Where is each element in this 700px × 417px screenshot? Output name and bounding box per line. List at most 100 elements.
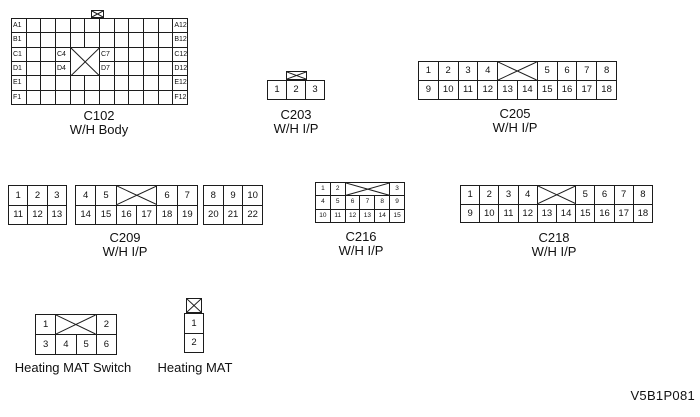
pin-cell <box>144 33 158 47</box>
pin-cell: 14 <box>557 204 576 222</box>
pin-cell: A12 <box>173 19 187 33</box>
connector-lock-tab <box>285 71 307 80</box>
pin-cell: 2 <box>330 183 345 196</box>
connector-subtitle: W/H I/P <box>102 244 148 259</box>
pin-cell: 14 <box>76 205 96 224</box>
pin-cell: 17 <box>137 205 157 224</box>
pin-cell <box>158 47 173 61</box>
pin-cell <box>114 76 129 90</box>
pin-cell: 5 <box>96 186 116 205</box>
pin-cell <box>41 76 55 90</box>
x-cross-icon <box>346 183 390 195</box>
pin-cell: 7 <box>360 196 375 209</box>
pin-cell: 16 <box>557 81 577 99</box>
pin-cell: C7 <box>100 47 114 61</box>
pin-cell: 9 <box>461 204 480 222</box>
pin-cell: 3 <box>458 62 478 80</box>
pin-cell: 21 <box>223 205 243 224</box>
pin-cell: 2 <box>96 315 116 334</box>
x-cross-icon <box>538 186 575 204</box>
pin-cell: E1 <box>12 76 26 90</box>
pin-cell: 22 <box>243 205 262 224</box>
pin-cell <box>100 90 114 104</box>
pin-cell: D7 <box>100 61 114 76</box>
pin-cell: 5 <box>576 186 595 204</box>
pin-cell: 12 <box>518 204 537 222</box>
pin-cell: 2 <box>28 186 47 205</box>
pin-cell: B1 <box>12 33 26 47</box>
pin-cell: 15 <box>537 81 557 99</box>
pin-cell: 12 <box>345 209 360 222</box>
pin-cell: 7 <box>614 186 633 204</box>
pin-cell <box>85 76 99 90</box>
connector-name: C209 <box>109 230 141 245</box>
pin-cell: 9 <box>223 186 243 205</box>
pin-cell: 8 <box>597 62 616 80</box>
pin-cell <box>41 19 55 33</box>
pin-cell: 1 <box>36 315 56 334</box>
blocked-region <box>70 47 99 76</box>
pin-cell: 12 <box>478 81 498 99</box>
pin-cell <box>26 33 41 47</box>
pin-cell <box>129 76 143 90</box>
pin-cell: 8 <box>204 186 223 205</box>
pin-cell: 10 <box>438 81 458 99</box>
pin-cell: 4 <box>76 186 96 205</box>
pin-cell: 8 <box>375 196 390 209</box>
pin-cell: 16 <box>116 205 136 224</box>
pin-cell: 11 <box>9 205 28 224</box>
x-cross-icon <box>498 62 537 80</box>
pin-cell: 1 <box>185 314 203 333</box>
pin-cell: 9 <box>390 196 404 209</box>
pin-cell: 4 <box>316 196 330 209</box>
pin-cell <box>129 33 143 47</box>
pin-cell: 2 <box>287 81 305 99</box>
pin-cell: 3 <box>499 186 518 204</box>
pin-cell <box>41 61 55 76</box>
pin-cell: 17 <box>614 204 633 222</box>
pin-cell: D1 <box>12 61 26 76</box>
pin-cell: 5 <box>76 335 96 354</box>
pin-cell <box>158 33 173 47</box>
connector-caption: Heating MAT <box>158 361 233 375</box>
connector-name: C102 <box>83 108 115 123</box>
x-cross-icon <box>56 315 96 334</box>
pin-cell <box>144 76 158 90</box>
pin-cell: 6 <box>345 196 360 209</box>
pin-cell: 2 <box>480 186 499 204</box>
pin-cell <box>70 76 85 90</box>
pin-cell: B12 <box>173 33 187 47</box>
pin-cell: 11 <box>330 209 345 222</box>
connector-name: Heating MAT <box>157 360 233 375</box>
pin-cell: 1 <box>9 186 28 205</box>
pin-cell: 13 <box>47 205 66 224</box>
pin-cell <box>70 19 85 33</box>
pin-cell <box>144 90 158 104</box>
x-cross-icon <box>187 299 201 312</box>
pin-cell <box>158 61 173 76</box>
blocked-region <box>345 183 390 196</box>
pin-cell <box>100 33 114 47</box>
pin-cell: 6 <box>157 186 177 205</box>
pin-cell: F12 <box>173 90 187 104</box>
pin-cell: A1 <box>12 19 26 33</box>
pin-cell: 11 <box>499 204 518 222</box>
pin-cell <box>85 19 99 33</box>
connector-name: C205 <box>499 106 531 121</box>
pin-cell: 15 <box>96 205 116 224</box>
pin-cell: 18 <box>633 204 652 222</box>
pin-cell: 6 <box>595 186 614 204</box>
